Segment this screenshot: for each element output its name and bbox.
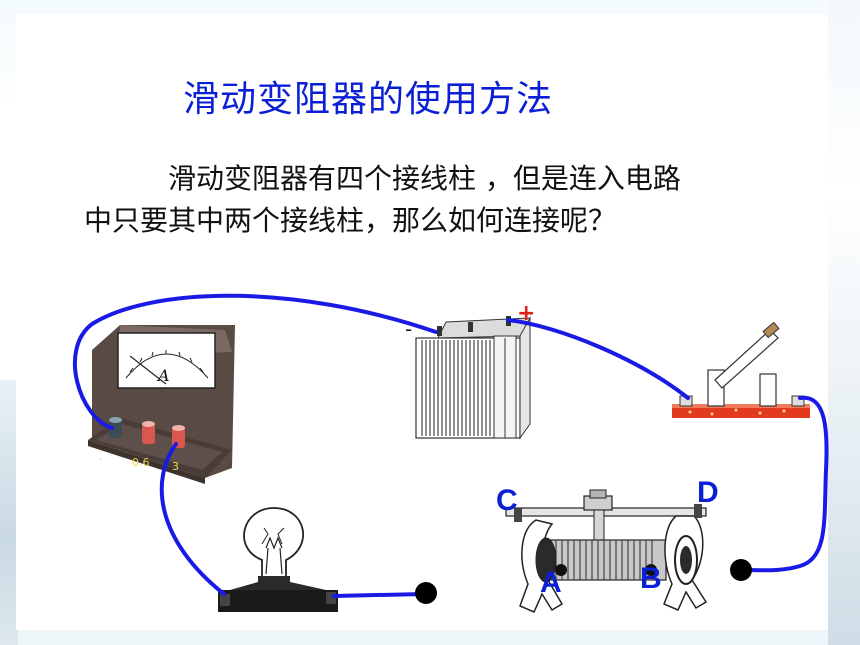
label-terminal-C: C [496,484,518,517]
ammeter-dial-symbol: A [156,366,170,385]
background-decoration-right [828,0,860,645]
wire-ammeter-to-battery [73,293,438,430]
label-terminal-A: A [540,566,562,599]
wire-switch-to-open-end [742,395,829,573]
battery: - + [405,301,535,440]
ammeter-label-3: 3 [172,460,179,473]
paragraph-line-2: 中只要其中两个接线柱，那么如何连接呢？ [84,204,617,237]
wire-bulb-to-open-end [332,592,426,598]
background-decoration-left [0,380,18,645]
wire-battery-to-switch [506,318,690,400]
knife-switch [672,321,810,418]
ammeter-label-0.6: 0.6 [132,456,150,469]
sliding-rheostat [505,489,708,613]
light-bulb [218,507,338,612]
wire-ammeter-to-bulb [159,442,226,596]
rheostat-terminal-B [645,564,657,576]
paragraph-line-1: 滑动变阻器有四个接线柱 ，但是连入电路 [168,162,681,195]
ammeter-terminal-0.6 [142,421,155,444]
label-terminal-D: D [697,476,719,509]
open-wire-end-right[interactable] [730,559,752,581]
ammeter: A - 0.6 3 [88,325,235,484]
label-terminal-B: B [640,562,662,595]
rheostat-terminal-C [514,508,522,522]
ammeter-terminal-minus [109,417,122,438]
battery-plus-sign: + [517,301,535,326]
rheostat-terminal-D [694,504,702,518]
question-paragraph: 滑动变阻器有四个接线柱 ，但是连入电路 中只要其中两个接线柱，那么如何连接呢？ [84,158,804,242]
circuit-wires [73,293,829,598]
ammeter-label-minus: - [99,454,103,465]
rheostat-terminal-A [555,564,567,576]
open-wire-end-left[interactable] [415,582,437,604]
slide-title: 滑动变阻器的使用方法 [183,79,554,120]
battery-minus-sign: - [405,317,412,341]
